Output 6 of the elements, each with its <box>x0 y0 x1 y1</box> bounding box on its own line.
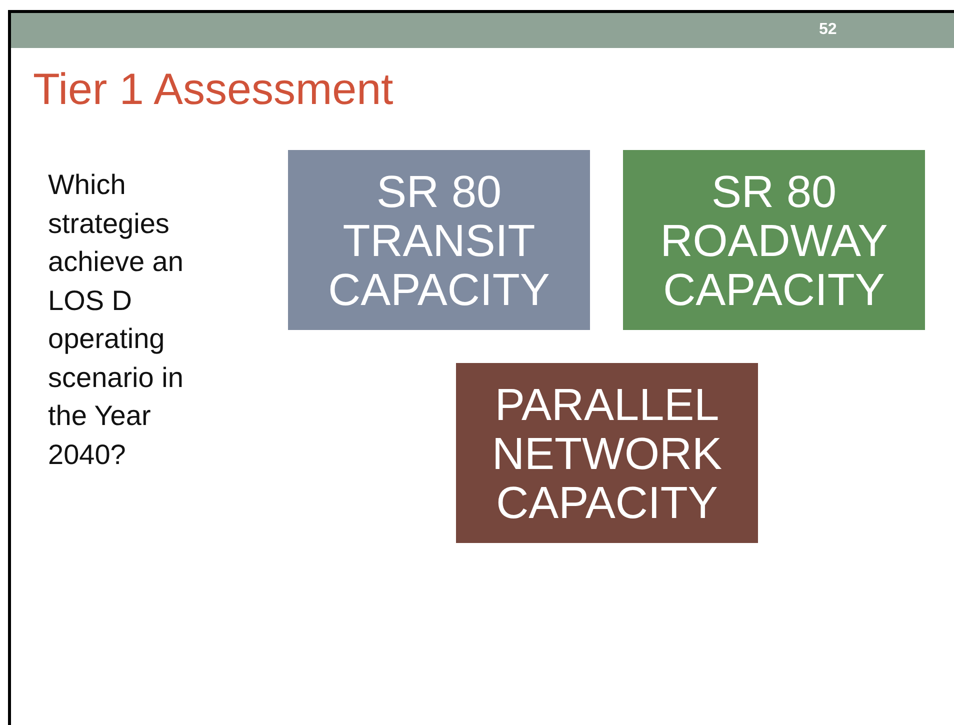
page-number: 52 <box>819 21 837 39</box>
question-text: Which strategies achieve an LOS D operating scenario in the Year 2040? <box>48 168 184 472</box>
slide-title: Tier 1 Assessment <box>33 65 394 115</box>
strategy-box: SR 80 TRANSIT CAPACITY <box>288 150 590 330</box>
strategy-box: PARALLEL NETWORK CAPACITY <box>456 363 758 543</box>
strategy-box: SR 80 ROADWAY CAPACITY <box>623 150 925 330</box>
